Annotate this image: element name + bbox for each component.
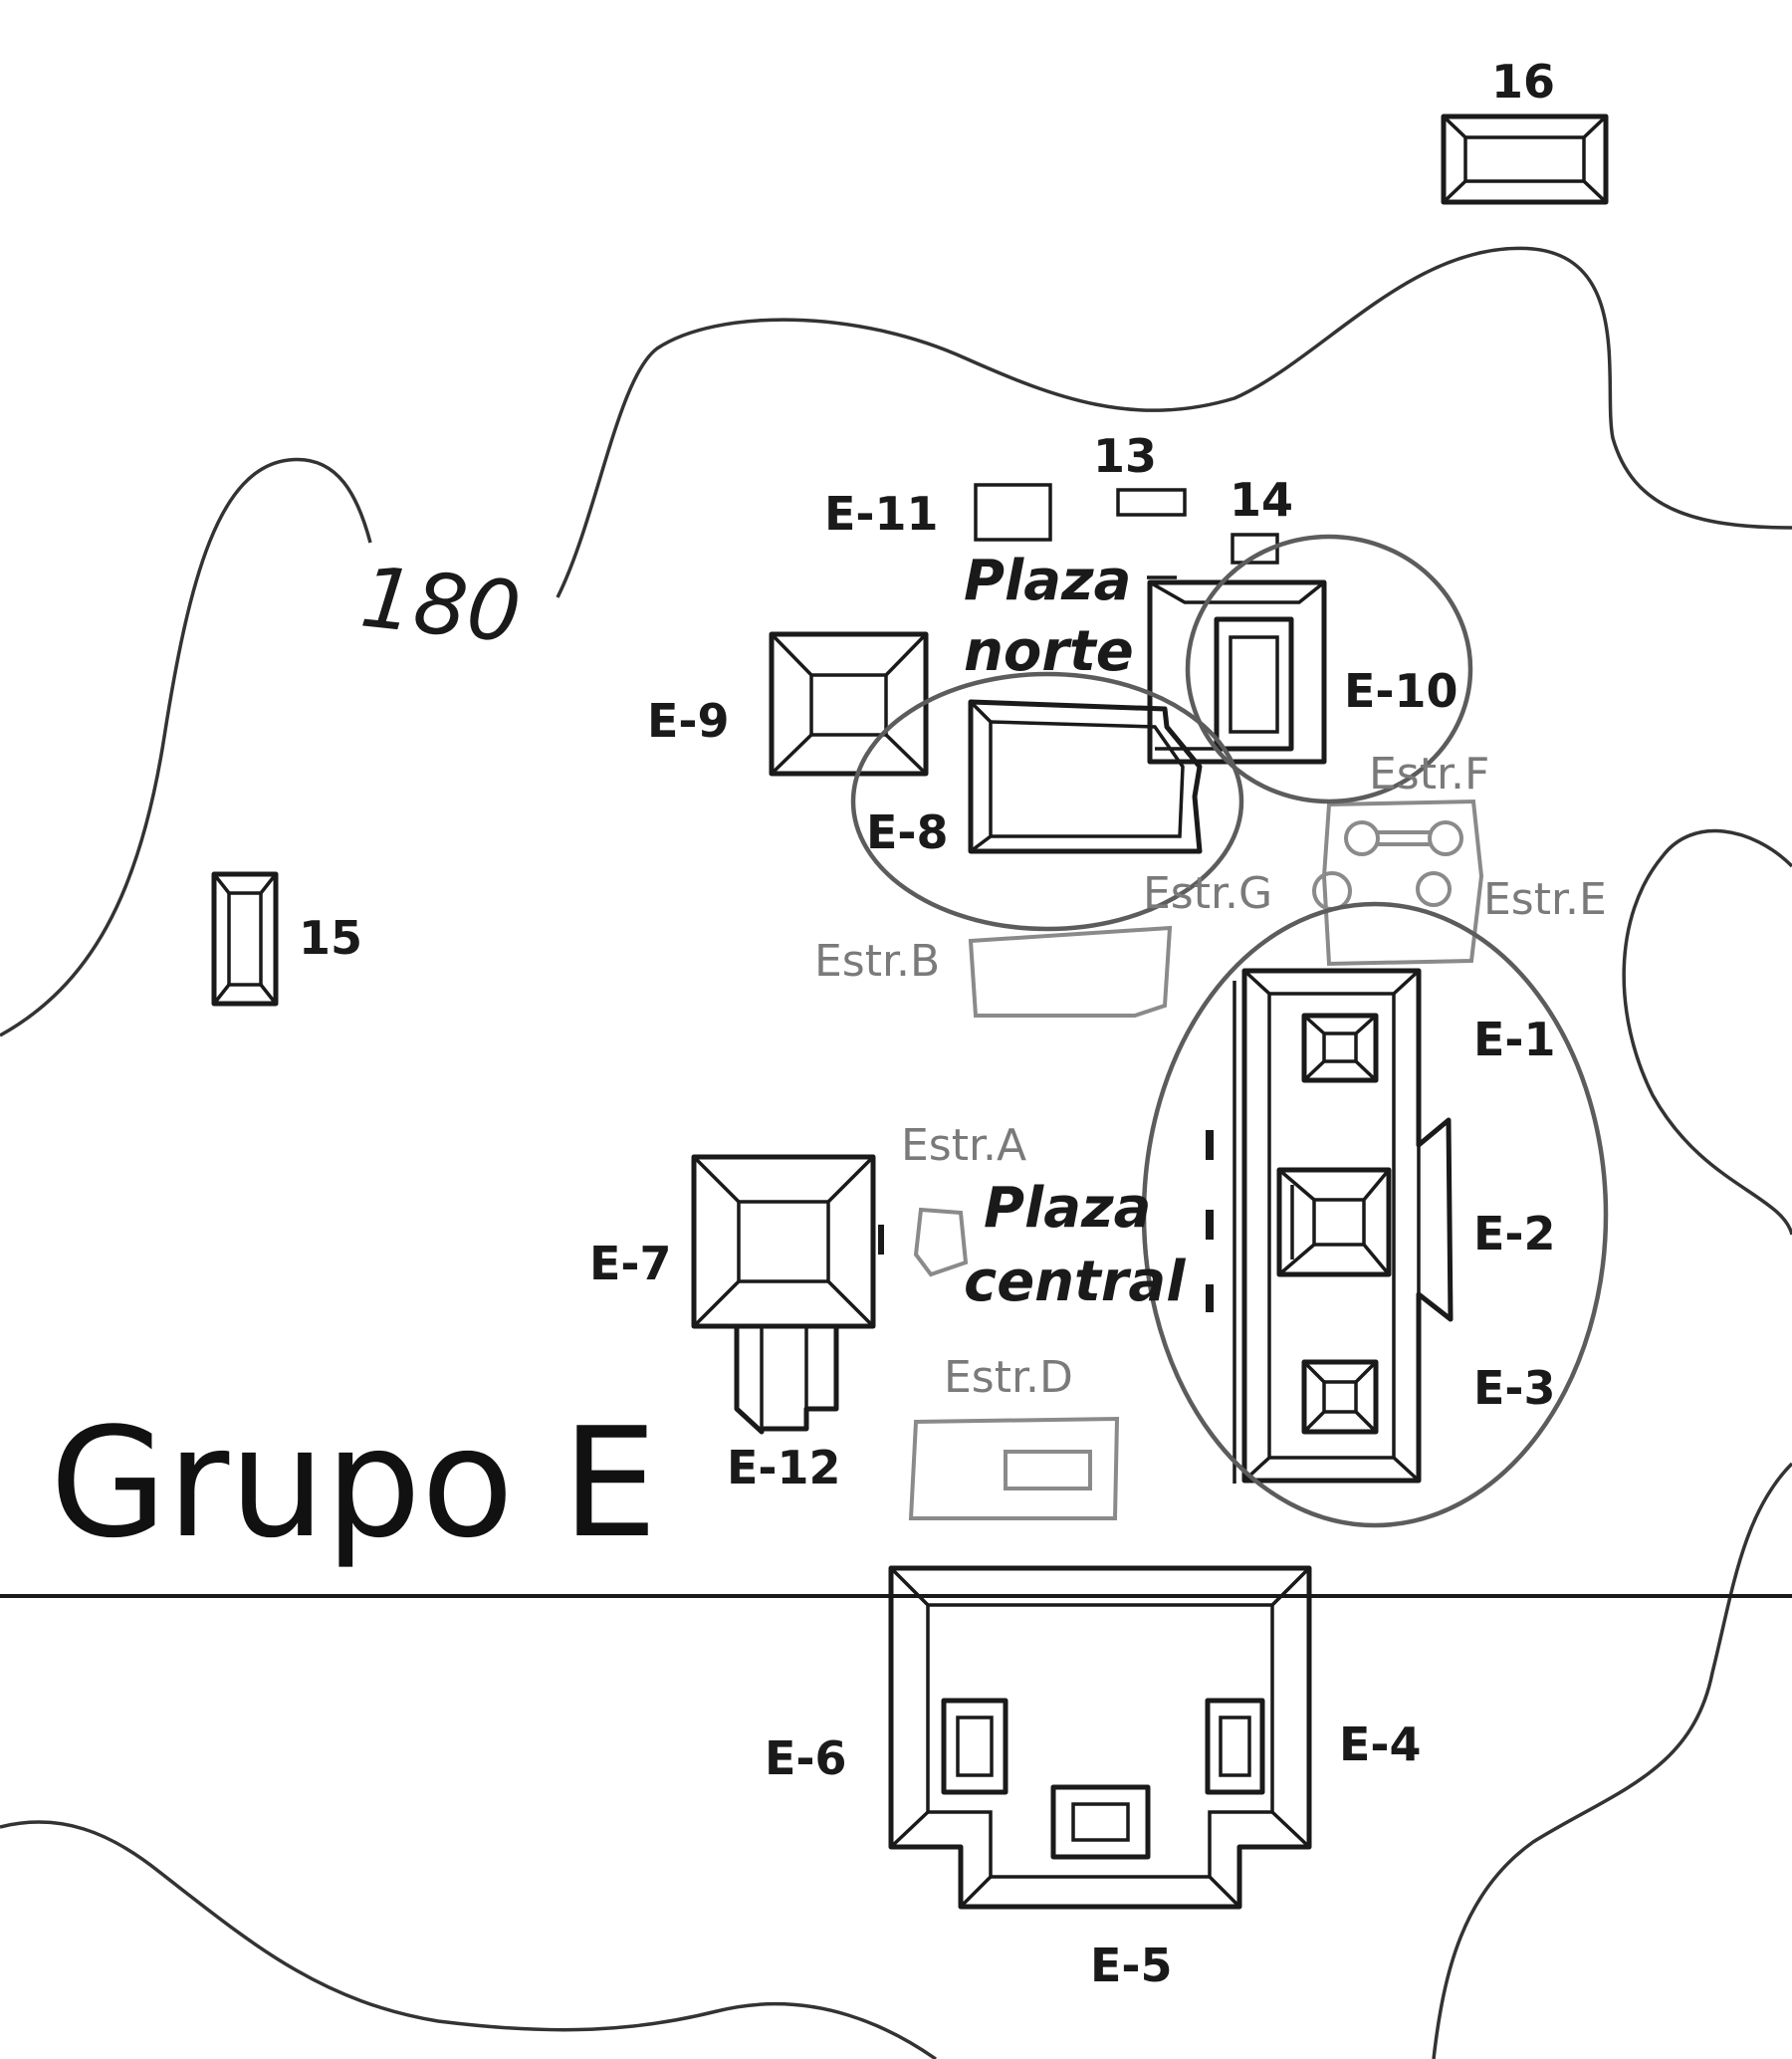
- label-estr-d: Estr.D: [944, 1352, 1073, 1403]
- highlight-ring-e10: [1185, 534, 1473, 804]
- plaza-norte-label-2: norte: [964, 619, 1134, 684]
- label-e4: E-4: [1339, 1717, 1422, 1771]
- minor-structure-f-group: [1312, 799, 1484, 967]
- label-e3: E-3: [1473, 1361, 1556, 1415]
- plaza-central-label-2: central: [964, 1250, 1186, 1314]
- structure-e12: [734, 1326, 839, 1435]
- contour-label-180: 180: [356, 548, 526, 661]
- group-title: Grupo E: [50, 1395, 657, 1571]
- structure-e7: [691, 1154, 876, 1329]
- structure-e8: [968, 699, 1203, 854]
- minor-structure-b: [968, 925, 1173, 1018]
- label-e2: E-2: [1473, 1207, 1556, 1260]
- stelae-marks: [878, 1130, 1214, 1312]
- label-e6: E-6: [765, 1731, 847, 1785]
- label-estr-b: Estr.B: [814, 936, 940, 987]
- minor-structure-d: [908, 1416, 1120, 1520]
- contour-line-east: [1622, 828, 1792, 1236]
- label-e10: E-10: [1344, 664, 1458, 718]
- label-16: 16: [1491, 55, 1555, 109]
- plaza-central-label-1: Plaza: [984, 1176, 1151, 1241]
- label-e8: E-8: [866, 805, 949, 859]
- label-e11: E-11: [824, 487, 939, 541]
- label-estr-g: Estr.G: [1143, 868, 1272, 919]
- structure-14: [1231, 533, 1279, 565]
- structure-e4-e6-complex: [888, 1565, 1312, 1910]
- highlight-ring-e1-e3: [1141, 901, 1609, 1528]
- label-e5: E-5: [1090, 1939, 1173, 1992]
- label-14: 14: [1230, 473, 1293, 527]
- label-13: 13: [1093, 429, 1157, 483]
- contour-line-southwest: [0, 1820, 938, 2059]
- label-estr-a: Estr.A: [901, 1120, 1026, 1171]
- structure-e11: [974, 483, 1052, 542]
- structure-e10: [1147, 575, 1327, 765]
- structure-15: [211, 871, 279, 1007]
- label-e9: E-9: [647, 694, 730, 748]
- structure-e9: [769, 631, 929, 777]
- minor-structure-a: [913, 1207, 969, 1277]
- structure-16: [1441, 114, 1609, 205]
- structure-e1-e3-platform: [1232, 968, 1454, 1484]
- plaza-norte-label-1: Plaza: [964, 549, 1131, 613]
- structure-13: [1116, 488, 1187, 517]
- contour-line-southeast: [1432, 1462, 1792, 2059]
- label-estr-e: Estr.E: [1483, 874, 1607, 925]
- highlight-ring-e8: [850, 671, 1244, 932]
- label-e1: E-1: [1473, 1013, 1556, 1066]
- contour-line-180: [0, 246, 1792, 1037]
- label-e12: E-12: [727, 1441, 841, 1494]
- label-15: 15: [299, 911, 362, 965]
- label-e7: E-7: [589, 1237, 672, 1290]
- label-estr-f: Estr.F: [1369, 749, 1489, 800]
